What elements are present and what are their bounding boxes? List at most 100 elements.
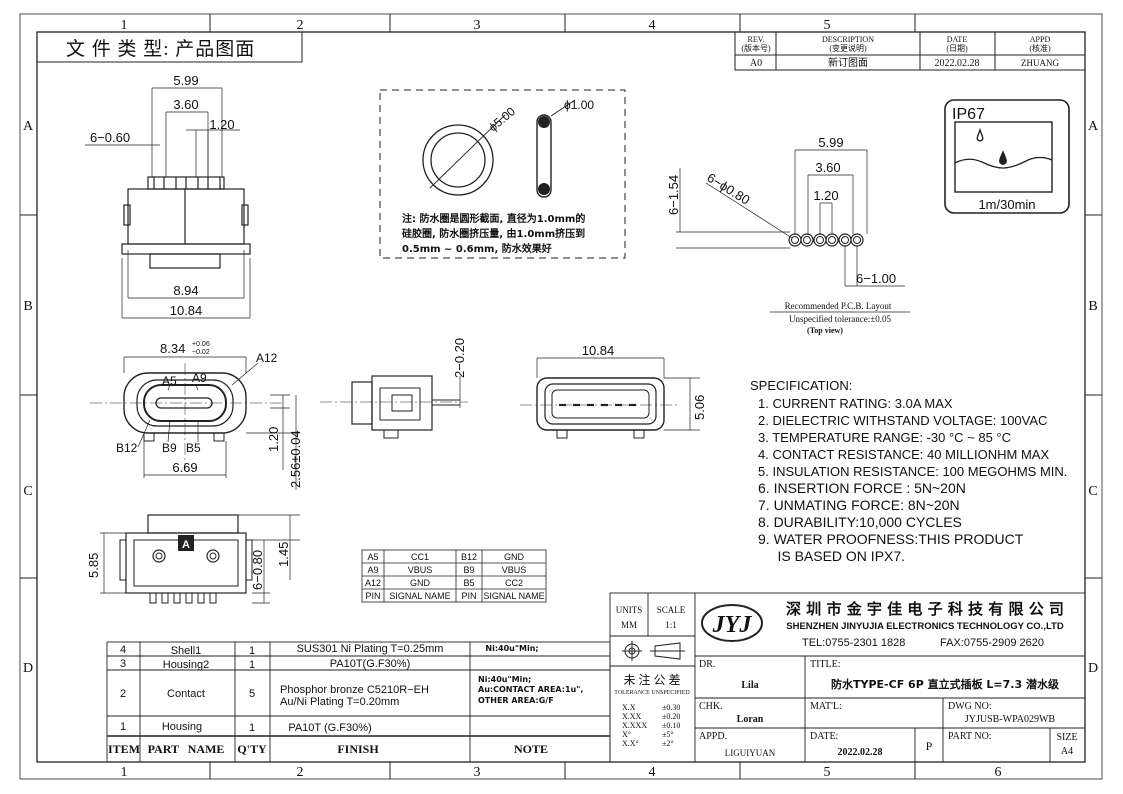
pin-header: PIN	[461, 591, 476, 601]
part-no-label: PART NO:	[948, 731, 992, 742]
spec-item: 3. TEMPERATURE RANGE: -30 °C ~ 85 °C	[758, 430, 1011, 445]
waterproof-ring-detail: ϕ5.00 ϕ1.00 注: 防水圈是圆形截面, 直径为1.0mm的 硅胶圈, …	[379, 89, 626, 259]
bom-header-note: NOTE	[514, 742, 548, 756]
pcb-dim-holes: 6−ϕ0.80	[704, 170, 752, 208]
date-header: DATE	[947, 35, 968, 44]
col-label-2b: 2	[297, 765, 304, 780]
pin-label-a9: A9	[192, 371, 207, 385]
col-label-4b: 4	[649, 765, 656, 780]
desc-header: DESCRIPTION	[822, 35, 874, 44]
pin-header: PIN	[365, 591, 380, 601]
pin-cell: VBUS	[502, 565, 527, 575]
dwg-no-value: JYJUSB-WPA029WB	[965, 714, 1056, 725]
chk-label: CHK.	[699, 701, 723, 712]
spec-item: 1. CURRENT RATING: 3.0A MAX	[758, 396, 953, 411]
col-label-4: 4	[649, 18, 656, 33]
row-label-c: C	[23, 484, 32, 499]
pin-cell: CC1	[411, 552, 429, 562]
bom-part: Shell1	[171, 645, 202, 657]
row-label-a-right: A	[1088, 119, 1099, 134]
port-view-labels: 8.34 +0.06 −0.02 A12 A5 A9 B12 B9 B5 6.6…	[116, 341, 303, 488]
ring-wire-diameter: ϕ1.00	[564, 98, 594, 112]
bom-qty: 5	[249, 688, 255, 700]
desc-value: 新订图面	[828, 56, 868, 69]
col-label-1b: 1	[121, 765, 128, 780]
port-dim-width: 8.34	[160, 341, 185, 356]
desc-header-cn: (变更说明)	[829, 43, 867, 53]
bom-header-item: ITEM	[108, 742, 140, 756]
pin-cell: A12	[365, 578, 381, 588]
spec-item: 5. INSULATION RESISTANCE: 100 MEGOHMS MI…	[758, 464, 1067, 479]
bom-note: Ni:40u"Min;	[485, 644, 538, 653]
date-value: 2022.02.28	[935, 58, 980, 69]
pcb-tolerance: Unspecified tolerance:±0.05	[789, 314, 891, 324]
pin-header: SIGNAL NAME	[389, 591, 450, 601]
tol-val: ±2°	[662, 739, 674, 748]
spec-item: IS BASED ON IPX7.	[758, 548, 905, 564]
pcb-dim-599: 5.99	[818, 135, 843, 150]
date-label: DATE:	[810, 731, 838, 742]
bom-part: Housing	[162, 721, 202, 733]
date-value: 2022.02.28	[838, 747, 883, 758]
company-name-cn: 深 圳 市 金 宇 佳 电 子 科 技 有 限 公 司	[786, 600, 1064, 618]
row-label-c-right: C	[1088, 484, 1097, 499]
bottom-dim-585: 5.85	[86, 553, 101, 578]
row-label-d: D	[23, 661, 33, 676]
bom-item: 4	[120, 644, 126, 656]
bom-finish: Phosphor bronze C5210R−EH	[280, 684, 429, 696]
pin-header: SIGNAL NAME	[483, 591, 544, 601]
ring-outer-diameter: ϕ5.00	[486, 104, 518, 134]
company-fax: FAX:0755-2909 2620	[940, 637, 1044, 649]
row-label-b: B	[23, 299, 32, 314]
dr-label: DR.	[699, 659, 715, 670]
tol-val: ±0.30	[662, 703, 680, 712]
col-label-3b: 3	[474, 765, 481, 780]
bottom-view-mark: A	[182, 539, 190, 551]
bom-item: 3	[120, 658, 126, 670]
dwg-no-label: DWG NO:	[948, 701, 992, 712]
pin-label-b12: B12	[116, 441, 138, 455]
bottom-dim-145: 1.45	[276, 542, 291, 567]
port-dim-669: 6.69	[172, 460, 197, 475]
pin-label-a12: A12	[256, 351, 278, 365]
rev-value: A0	[750, 58, 762, 69]
bom-finish: SUS301 Ni Plating T=0.25mm	[297, 643, 444, 655]
units-label: UNITS	[616, 605, 643, 615]
doc-type-header: 文 件 类 型: 产品图面	[36, 31, 303, 63]
pin-cell: A5	[367, 552, 378, 562]
spec-title: SPECIFICATION:	[750, 378, 852, 393]
ring-note-line-3: 0.5mm ~ 0.6mm, 防水效果好	[402, 242, 552, 255]
front-view	[85, 87, 251, 319]
pcb-dim-360: 3.60	[815, 160, 840, 175]
projection-symbol-icon	[622, 641, 685, 661]
pcb-dim-120: 1.20	[813, 188, 838, 203]
scale-label: SCALE	[657, 605, 686, 615]
ip-caption: 1m/30min	[978, 197, 1035, 212]
pcb-layout-labels: 5.99 3.60 1.20 6−ϕ0.80 6−1.54 6−1.00 Rec…	[666, 135, 896, 335]
tol-key: X.XX	[622, 712, 642, 721]
scale-value: 1:1	[665, 620, 677, 630]
front-view-dimensions: 5.99 3.60 1.20 6−0.60 8.94 10.84	[90, 73, 235, 318]
tol-val: ±5°	[662, 730, 674, 739]
company-name-en: SHENZHEN JINYUJIA ELECTRONICS TECHNOLOGY…	[786, 621, 1064, 632]
ring-note-line-2: 硅胶圈, 防水圈挤压量, 由1.0mm挤压到	[402, 227, 585, 240]
title-value: 防水TYPE-CF 6P 直立式插板 L=7.3 潜水级	[831, 677, 1060, 691]
end-view-labels: 10.84 5.06	[582, 343, 707, 420]
bom-table: 4 Shell1 1 SUS301 Ni Plating T=0.25mm Ni…	[106, 641, 611, 763]
water-drop-filled-icon	[999, 150, 1007, 165]
tol-val: ±0.20	[662, 712, 680, 721]
revision-block: REV. (版本号) DESCRIPTION (变更说明) DATE (日期) …	[734, 31, 1086, 71]
spec-item: 7. UNMATING FORCE: 8N~20N	[758, 497, 960, 513]
svg-text:JYJ: JYJ	[712, 612, 753, 638]
bom-qty: 1	[249, 722, 255, 734]
title-block: UNITS MM SCALE 1:1 未 注 公 差 TOLERANCE UNS…	[609, 592, 1086, 763]
end-dim-506: 5.06	[692, 395, 707, 420]
dr-value: Lila	[741, 680, 758, 691]
pin-cell: CC2	[505, 578, 523, 588]
tol-key: X°	[622, 730, 631, 739]
bottom-view-labels: 5.85 1.45 6−0.80 A	[86, 539, 291, 590]
doc-type-label: 文 件 类 型: 产品图面	[66, 38, 255, 60]
pcb-layout	[676, 149, 910, 313]
rev-header: REV.	[748, 35, 765, 44]
